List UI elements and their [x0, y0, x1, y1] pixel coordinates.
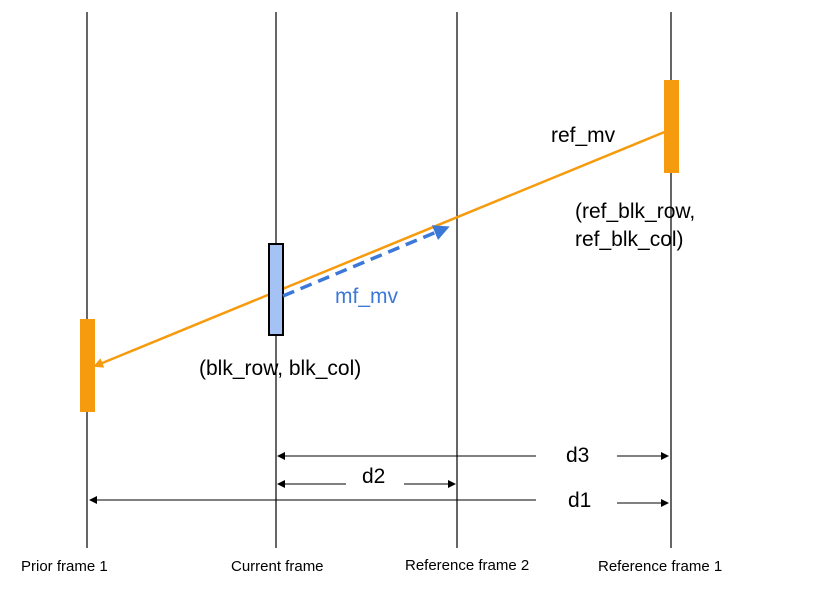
reference-frame-1-block: [664, 80, 679, 173]
mf-mv-label: mf_mv: [335, 285, 399, 308]
d3-label: d3: [566, 444, 589, 467]
ref-block-label-line1: (ref_blk_row,: [575, 200, 695, 223]
ref-mv-arrow: [93, 129, 668, 368]
d1-label: d1: [568, 489, 591, 512]
prior-frame-block: [80, 319, 95, 412]
current-block: [268, 243, 284, 336]
ref-mv-label: ref_mv: [551, 124, 616, 147]
current-frame-label: Current frame: [231, 558, 324, 575]
ref-block-label-line2: ref_blk_col): [575, 228, 684, 251]
current-block-label: (blk_row, blk_col): [199, 357, 361, 380]
d2-label: d2: [362, 465, 385, 488]
reference-frame-1-label: Reference frame 1: [598, 558, 722, 575]
reference-frame-2-label: Reference frame 2: [405, 557, 529, 574]
prior-frame-label: Prior frame 1: [21, 558, 108, 575]
mf-mv-arrow: [282, 225, 450, 298]
